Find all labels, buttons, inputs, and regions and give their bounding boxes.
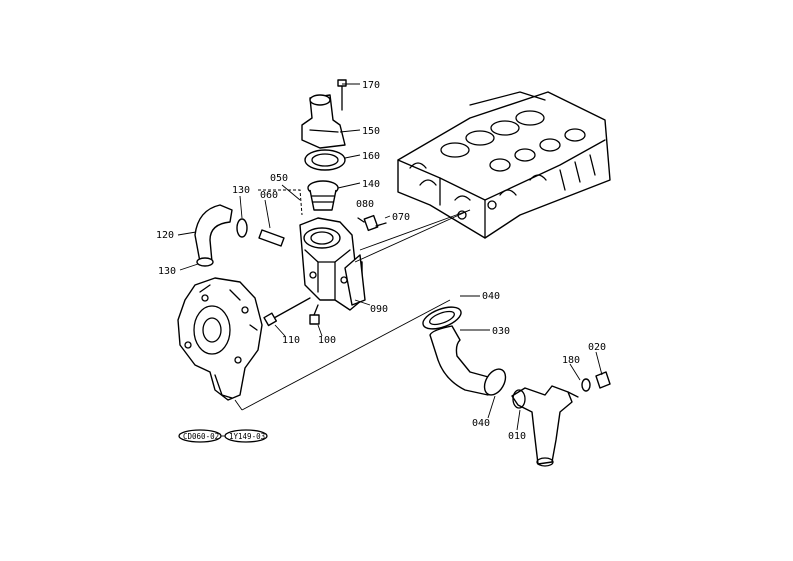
label-170: 170 xyxy=(362,80,380,91)
ref-label-1: CD060-02 xyxy=(183,432,219,441)
clamp-130-lower xyxy=(196,257,214,267)
plug-020 xyxy=(595,371,611,389)
reference-badges: CD060-02 1Y149-03 xyxy=(178,429,268,443)
label-120: 120 xyxy=(156,230,174,241)
ref-label-2: 1Y149-03 xyxy=(229,432,265,441)
part-labels: 170 150 160 140 080 070 050 060 130 120 … xyxy=(156,80,606,442)
leader-lines xyxy=(177,83,603,431)
water-outlet-flange xyxy=(301,94,346,149)
guide-lines xyxy=(234,189,471,411)
thermostat-140 xyxy=(307,180,339,211)
ref-badge-2 xyxy=(224,429,268,443)
label-130-lower: 130 xyxy=(158,266,176,277)
gasket-180 xyxy=(581,378,591,392)
label-100: 100 xyxy=(318,335,336,346)
label-160: 160 xyxy=(362,151,380,162)
label-080-a: 080 xyxy=(356,199,374,210)
label-040-lower: 040 xyxy=(472,418,490,429)
label-010: 010 xyxy=(508,431,526,442)
bolt-110 xyxy=(263,297,311,327)
sensor-080-070 xyxy=(357,214,387,232)
label-030: 030 xyxy=(492,326,510,337)
bolt-100 xyxy=(309,304,320,325)
thermostat-housing xyxy=(299,217,363,311)
gasket-160 xyxy=(304,149,346,171)
bracket-090 xyxy=(344,254,366,306)
label-130-upper: 130 xyxy=(232,185,250,196)
clamp-040-lower xyxy=(483,368,507,396)
label-070: 070 xyxy=(392,212,410,223)
label-180: 180 xyxy=(562,355,580,366)
label-040-upper: 040 xyxy=(482,291,500,302)
label-150: 150 xyxy=(362,126,380,137)
clamp-130-upper xyxy=(236,218,248,238)
bolt-170 xyxy=(337,79,347,111)
label-050: 050 xyxy=(270,173,288,184)
label-090: 090 xyxy=(370,304,388,315)
label-140: 140 xyxy=(362,179,380,190)
pipe-010 xyxy=(511,385,579,467)
label-020: 020 xyxy=(588,342,606,353)
label-110: 110 xyxy=(282,335,300,346)
clamp-040-upper xyxy=(422,306,462,330)
water-pump xyxy=(177,277,263,401)
cylinder-head xyxy=(397,91,611,239)
pipe-060 xyxy=(258,229,285,247)
hose-030 xyxy=(429,325,493,396)
label-060: 060 xyxy=(260,190,278,201)
hose-120 xyxy=(194,204,233,263)
